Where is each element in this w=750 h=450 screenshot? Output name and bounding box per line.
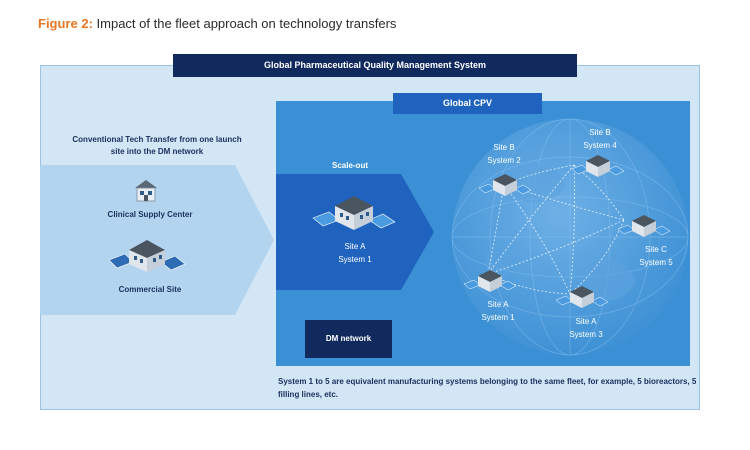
conventional-caption-line2: site into the DM network xyxy=(110,147,204,156)
scaleout-arrow xyxy=(276,174,434,290)
figure-title: Figure 2: Impact of the fleet approach o… xyxy=(38,16,396,31)
clinical-building-icon xyxy=(135,180,157,202)
fleet-label-a3: Site A System 3 xyxy=(558,315,614,341)
site-a-system1-fleet-building-icon xyxy=(464,270,516,292)
scaleout-label: Scale-out xyxy=(331,161,368,170)
fleet-system-name: System 4 xyxy=(583,141,617,150)
conventional-caption-line1: Conventional Tech Transfer from one laun… xyxy=(72,135,242,144)
fleet-system-name: System 3 xyxy=(569,330,603,339)
clinical-supply-label: Clinical Supply Center xyxy=(107,210,193,219)
fleet-system-name: System 5 xyxy=(639,258,673,267)
fleet-site-name: Site A xyxy=(575,317,597,326)
fleet-label-c5: Site C System 5 xyxy=(628,243,684,269)
site-a-system1-label: Site A System 1 xyxy=(325,240,385,266)
fleet-label-b4: Site B System 4 xyxy=(572,126,628,152)
fleet-system-name: System 2 xyxy=(487,156,521,165)
figure-title-text: Impact of the fleet approach on technolo… xyxy=(96,16,397,31)
commercial-site-label: Commercial Site xyxy=(118,285,182,294)
fleet-site-name: Site B xyxy=(589,128,611,137)
fleet-site-name: Site C xyxy=(645,245,667,254)
fleet-label-b2: Site B System 2 xyxy=(476,141,532,167)
dm-network-box: DM network xyxy=(305,320,392,358)
figure-number: Figure 2: xyxy=(38,16,93,31)
fleet-label-a1: Site A System 1 xyxy=(470,298,526,324)
fleet-site-name: Site B xyxy=(493,143,515,152)
site-c-system5-building-icon xyxy=(618,215,670,237)
qms-banner: Global Pharmaceutical Quality Management… xyxy=(173,54,577,77)
fleet-site-name: Site A xyxy=(487,300,509,309)
site-a-system3-building-icon xyxy=(556,286,608,308)
commercial-site-icon xyxy=(108,240,186,272)
conventional-caption: Conventional Tech Transfer from one laun… xyxy=(48,134,266,158)
site-b-system2-building-icon xyxy=(479,174,531,196)
site-a-system-name: System 1 xyxy=(338,255,372,264)
conventional-arrow xyxy=(40,165,274,315)
site-a-site-name: Site A xyxy=(344,242,366,251)
site-a-building-icon xyxy=(312,196,396,230)
global-cpv-tab: Global CPV xyxy=(393,93,542,114)
fleet-system-name: System 1 xyxy=(481,313,515,322)
site-b-system4-building-icon xyxy=(572,155,624,177)
footnote: System 1 to 5 are equivalent manufacturi… xyxy=(278,377,697,399)
